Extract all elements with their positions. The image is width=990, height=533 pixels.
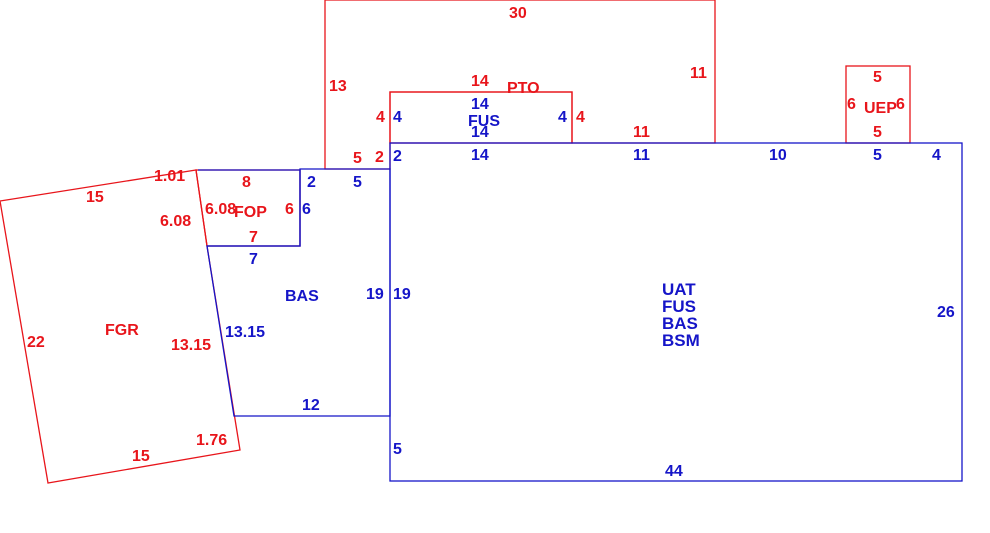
dim-fus-left-blue: 4 [393,109,402,126]
area-label-main-fus: FUS [662,297,696,316]
area-label-pto: PTO [507,80,540,97]
dim-fus-right-red: 4 [576,109,585,126]
dim-main-top-14: 14 [471,147,489,164]
dim-pto-bottom-right: 11 [633,124,650,141]
area-label-main-bsm: BSM [662,331,700,350]
dim-pto-step-2: 2 [375,149,384,166]
dim-main-top-10: 10 [769,147,787,164]
area-label-main-uat: UAT [662,280,696,299]
dim-fop-left: 6.08 [205,201,236,218]
dim-fop-bottom-blue: 7 [249,251,258,268]
dim-bas-diag: 13.15 [225,324,265,341]
dim-main-top-11: 11 [633,147,650,164]
area-label-fgr: FGR [105,322,139,339]
dim-fgr-top-right: 1.01 [154,168,185,185]
dim-pto-top: 30 [509,5,527,22]
dim-pto-right: 11 [690,65,707,82]
dim-main-top-left-2: 2 [393,148,402,165]
dim-pto-step-4: 4 [376,109,385,126]
dim-pto-step-5: 5 [353,150,362,167]
area-label-bas: BAS [285,288,319,305]
dim-fgr-upper-right: 6.08 [160,213,191,230]
dim-fus-top-blue: 14 [471,96,489,113]
dim-fgr-bottom: 15 [132,448,150,465]
dim-fgr-left: 22 [27,334,45,351]
dim-main-top-5: 5 [873,147,882,164]
dim-bas-step-2: 2 [307,174,316,191]
dim-fgr-right: 13.15 [171,337,211,354]
dim-fus-top-red: 14 [471,73,489,90]
dim-pto-left: 13 [329,78,347,95]
dim-fgr-bottom-right: 1.76 [196,432,227,449]
dim-uep-right: 6 [896,96,905,113]
dim-fus-right-blue: 4 [558,109,567,126]
dim-uep-left: 6 [847,96,856,113]
area-label-main-bas: BAS [662,314,698,333]
area-label-fop: FOP [234,204,267,221]
area-label-uep: UEP [864,100,897,117]
dim-fop-right-red: 6 [285,201,294,218]
area-label-fus-upper: FUS [468,113,500,130]
dim-main-right: 26 [937,304,955,321]
dim-bas-step-5: 5 [353,174,362,191]
dim-fop-top: 8 [242,174,251,191]
dim-main-bottom: 44 [665,463,683,480]
dim-fop-bottom-red: 7 [249,229,258,246]
dim-bas-right: 19 [366,286,384,303]
dim-bas-bottom: 12 [302,397,320,414]
dim-uep-bottom: 5 [873,124,882,141]
fop-outline-blue [198,169,301,247]
dim-main-left: 19 [393,286,411,303]
dim-fgr-top: 15 [86,189,104,206]
dim-main-left-lower: 5 [393,441,402,458]
dim-fop-right-blue: 6 [302,201,311,218]
dim-uep-top: 5 [873,69,882,86]
dim-main-top-4: 4 [932,147,941,164]
dim-fus-bottom-blue: 14 [471,124,489,141]
